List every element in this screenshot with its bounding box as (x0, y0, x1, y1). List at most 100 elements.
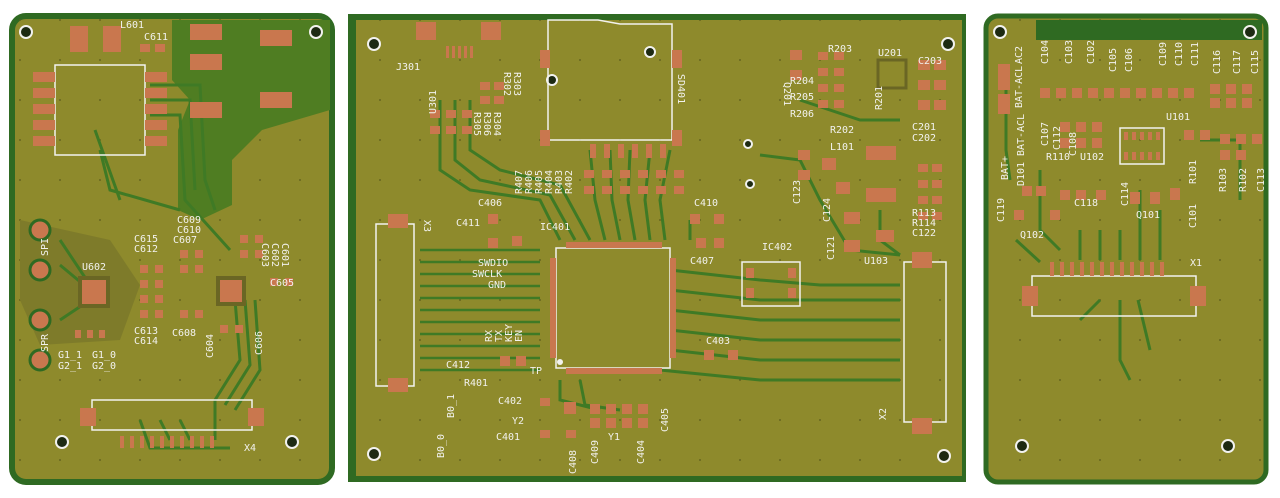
label-c108: C108 (1068, 132, 1079, 156)
label-c410: C410 (694, 198, 718, 209)
label-j301: J301 (396, 62, 420, 73)
label-l101: L101 (830, 142, 854, 153)
sd401-card-slot (540, 19, 682, 158)
label-x2: X2 (878, 408, 889, 420)
label-c612: C612 (134, 244, 158, 255)
label-r405: R405 (534, 170, 545, 194)
label-c117: C117 (1232, 50, 1243, 74)
x2-connector (903, 252, 947, 434)
label-c111: C111 (1190, 42, 1201, 66)
label-r304: R304 (491, 112, 502, 136)
ic401-mcu (550, 242, 676, 374)
label-c103: C103 (1064, 40, 1075, 64)
label-x3: X3 (421, 220, 432, 232)
label-c605: C605 (270, 278, 294, 289)
label-c121: C121 (826, 236, 837, 260)
label-u101: U101 (1166, 112, 1190, 123)
label-c603: C603 (259, 243, 270, 267)
left-board-panel: L601 C611 C609 C610 C615 C612 C607 C603 … (9, 13, 335, 485)
label-c114: C114 (1120, 182, 1131, 206)
label-c406: C406 (478, 198, 502, 209)
ic402 (741, 261, 801, 307)
label-r403: R403 (554, 170, 565, 194)
label-en: EN (514, 330, 525, 342)
label-c112: C112 (1052, 126, 1063, 150)
label-spi: SPI (40, 238, 51, 256)
label-r302: R302 (501, 72, 512, 96)
label-c412: C412 (446, 360, 470, 371)
label-c402: C402 (498, 396, 522, 407)
label-c610: C610 (177, 225, 201, 236)
right-board-panel: C104 C103 C102 C105 C106 C109 C110 C111 … (983, 13, 1269, 485)
label-c101: C101 (1188, 204, 1199, 228)
label-c105: C105 (1108, 48, 1119, 72)
label-r110: R110 (1046, 152, 1070, 163)
label-r203: R203 (828, 44, 852, 55)
label-c607: C607 (173, 235, 197, 246)
label-c104: C104 (1040, 40, 1051, 64)
label-c118: C118 (1074, 198, 1098, 209)
label-c107: C107 (1040, 122, 1051, 146)
label-r401: R401 (464, 378, 488, 389)
label-u301: U301 (428, 90, 439, 114)
label-tx: TX (494, 330, 505, 342)
label-c613: C613 (134, 326, 158, 337)
label-c124: C124 (822, 198, 833, 222)
label-d101: D101 (1016, 162, 1027, 186)
label-b0-1: B0_1 (446, 394, 457, 418)
j301-usb-connector (416, 22, 501, 58)
label-swclk: SWCLK (472, 269, 502, 280)
label-c407: C407 (690, 256, 714, 267)
label-g2-1: G2_1 (58, 361, 82, 372)
label-r114: R114 (912, 218, 936, 229)
u602-chip (78, 276, 110, 308)
label-rx: RX (484, 330, 495, 342)
label-c405: C405 (660, 408, 671, 432)
label-u102: U102 (1080, 152, 1104, 163)
label-c609: C609 (177, 215, 201, 226)
label-x4: X4 (244, 443, 256, 454)
label-c604: C604 (205, 334, 216, 358)
label-ac2: AC2 (1014, 46, 1025, 64)
label-ic401: IC401 (540, 222, 570, 233)
label-r205: R205 (790, 92, 814, 103)
x3-connector (375, 214, 415, 392)
label-c201: C201 (912, 122, 936, 133)
label-g2-0: G2_0 (92, 361, 116, 372)
label-spr: SPR (40, 333, 51, 352)
label-bat-minus: BAT-ACL (1016, 114, 1027, 156)
label-ic402: IC402 (762, 242, 792, 253)
label-r113: R113 (912, 208, 936, 219)
label-c119: C119 (996, 198, 1007, 222)
label-x1: X1 (1190, 258, 1202, 269)
label-c109: C109 (1158, 42, 1169, 66)
label-c116: C116 (1212, 50, 1223, 74)
label-key: KEY (504, 324, 515, 342)
label-r206: R206 (790, 109, 814, 120)
label-gnd: GND (488, 280, 506, 291)
label-r202: R202 (830, 125, 854, 136)
label-c615: C615 (134, 234, 158, 245)
middle-board-panel: J301 U301 R302 R303 R305 R304 R306 SD401… (348, 14, 966, 482)
label-y2: Y2 (512, 416, 524, 427)
label-r306: R306 (481, 112, 492, 136)
label-l601: L601 (120, 20, 144, 31)
label-q201: Q201 (781, 82, 792, 106)
label-r103: R103 (1218, 168, 1229, 192)
label-r404: R404 (544, 170, 555, 194)
label-r305: R305 (471, 112, 482, 136)
label-tp: TP (530, 366, 542, 377)
label-c122: C122 (912, 228, 936, 239)
label-c110: C110 (1174, 42, 1185, 66)
label-c203: C203 (918, 56, 942, 67)
label-g1-1: G1_1 (58, 350, 82, 361)
label-c113: C113 (1256, 168, 1267, 192)
label-u602: U602 (82, 262, 106, 273)
label-c606: C606 (254, 331, 265, 355)
label-c611: C611 (144, 32, 168, 43)
label-r102: R102 (1238, 168, 1249, 192)
label-r406: R406 (524, 170, 535, 194)
label-c408: C408 (568, 450, 579, 474)
label-y1: Y1 (608, 432, 620, 443)
label-c401: C401 (496, 432, 520, 443)
